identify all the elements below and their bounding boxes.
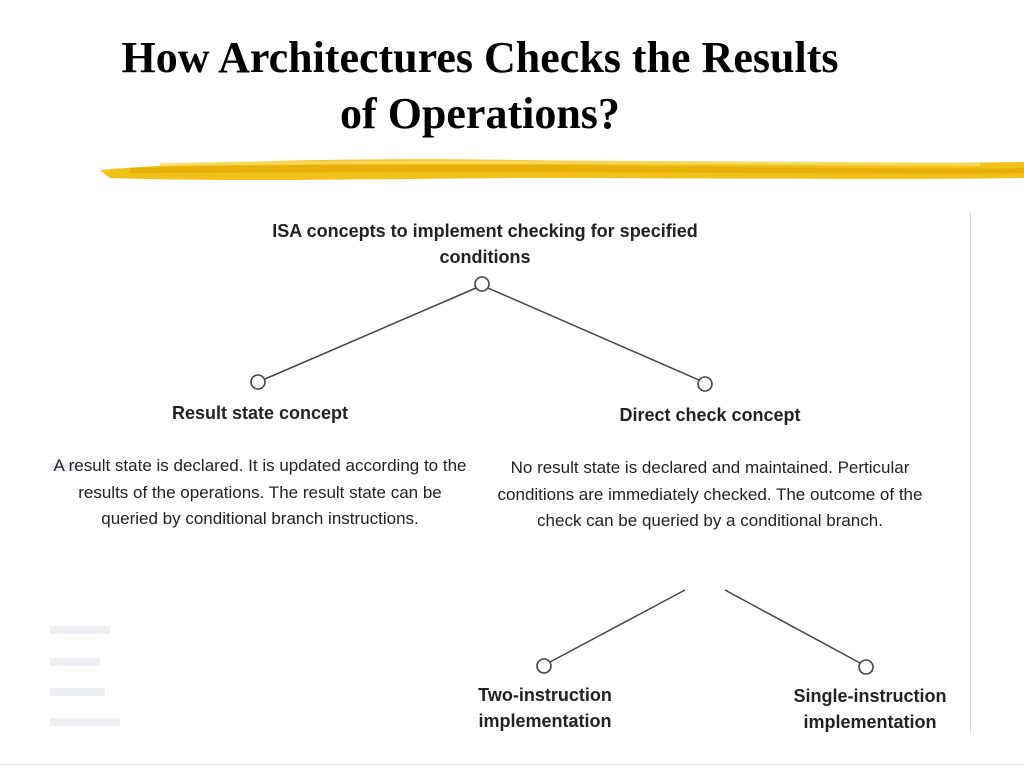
node-single-instruction-label: Single-instruction implementation xyxy=(793,686,947,732)
highlight-brush-stroke xyxy=(100,159,1024,181)
faint-background-artifact xyxy=(50,658,100,666)
slide-title-line-2: of Operations? xyxy=(340,89,620,138)
node-circle-two xyxy=(536,658,552,674)
faint-artifact-bar xyxy=(50,463,76,471)
slide-title: How Architectures Checks the Results of … xyxy=(0,30,960,142)
faint-background-artifact xyxy=(50,718,120,726)
edge-direct-to-two xyxy=(549,589,686,663)
node-two-instruction-label: Two-instruction implementation xyxy=(478,685,612,731)
result-state-description: A result state is declared. It is update… xyxy=(53,456,467,528)
node-circle-direct xyxy=(697,376,713,392)
edge-direct-to-single xyxy=(724,589,861,664)
edge-root-to-result xyxy=(264,287,477,380)
slide-title-line-1: How Architectures Checks the Results xyxy=(121,33,839,82)
node-result-state-label: Result state concept xyxy=(171,403,349,423)
node-circle-root xyxy=(474,276,490,292)
node-direct-check-label: Direct check concept xyxy=(619,405,801,425)
node-root-label: ISA concepts to implement checking for s… xyxy=(272,221,698,267)
footer-divider xyxy=(0,764,1024,765)
faint-background-artifact xyxy=(50,463,76,471)
faint-artifact-bar xyxy=(50,658,100,666)
highlight-stroke-light xyxy=(160,160,980,166)
faint-artifact-bar xyxy=(50,688,105,696)
highlight-stroke-dark xyxy=(130,164,1024,174)
node-circle-single xyxy=(858,659,874,675)
faint-background-artifact xyxy=(50,626,110,634)
diagram-frame-edge xyxy=(970,212,971,734)
node-circle-result xyxy=(250,374,266,390)
faint-artifact-bar xyxy=(50,626,110,634)
direct-check-description: No result state is declared and maintain… xyxy=(497,458,923,530)
faint-background-artifact xyxy=(50,688,105,696)
edge-root-to-direct xyxy=(487,287,700,381)
faint-artifact-bar xyxy=(50,718,120,726)
